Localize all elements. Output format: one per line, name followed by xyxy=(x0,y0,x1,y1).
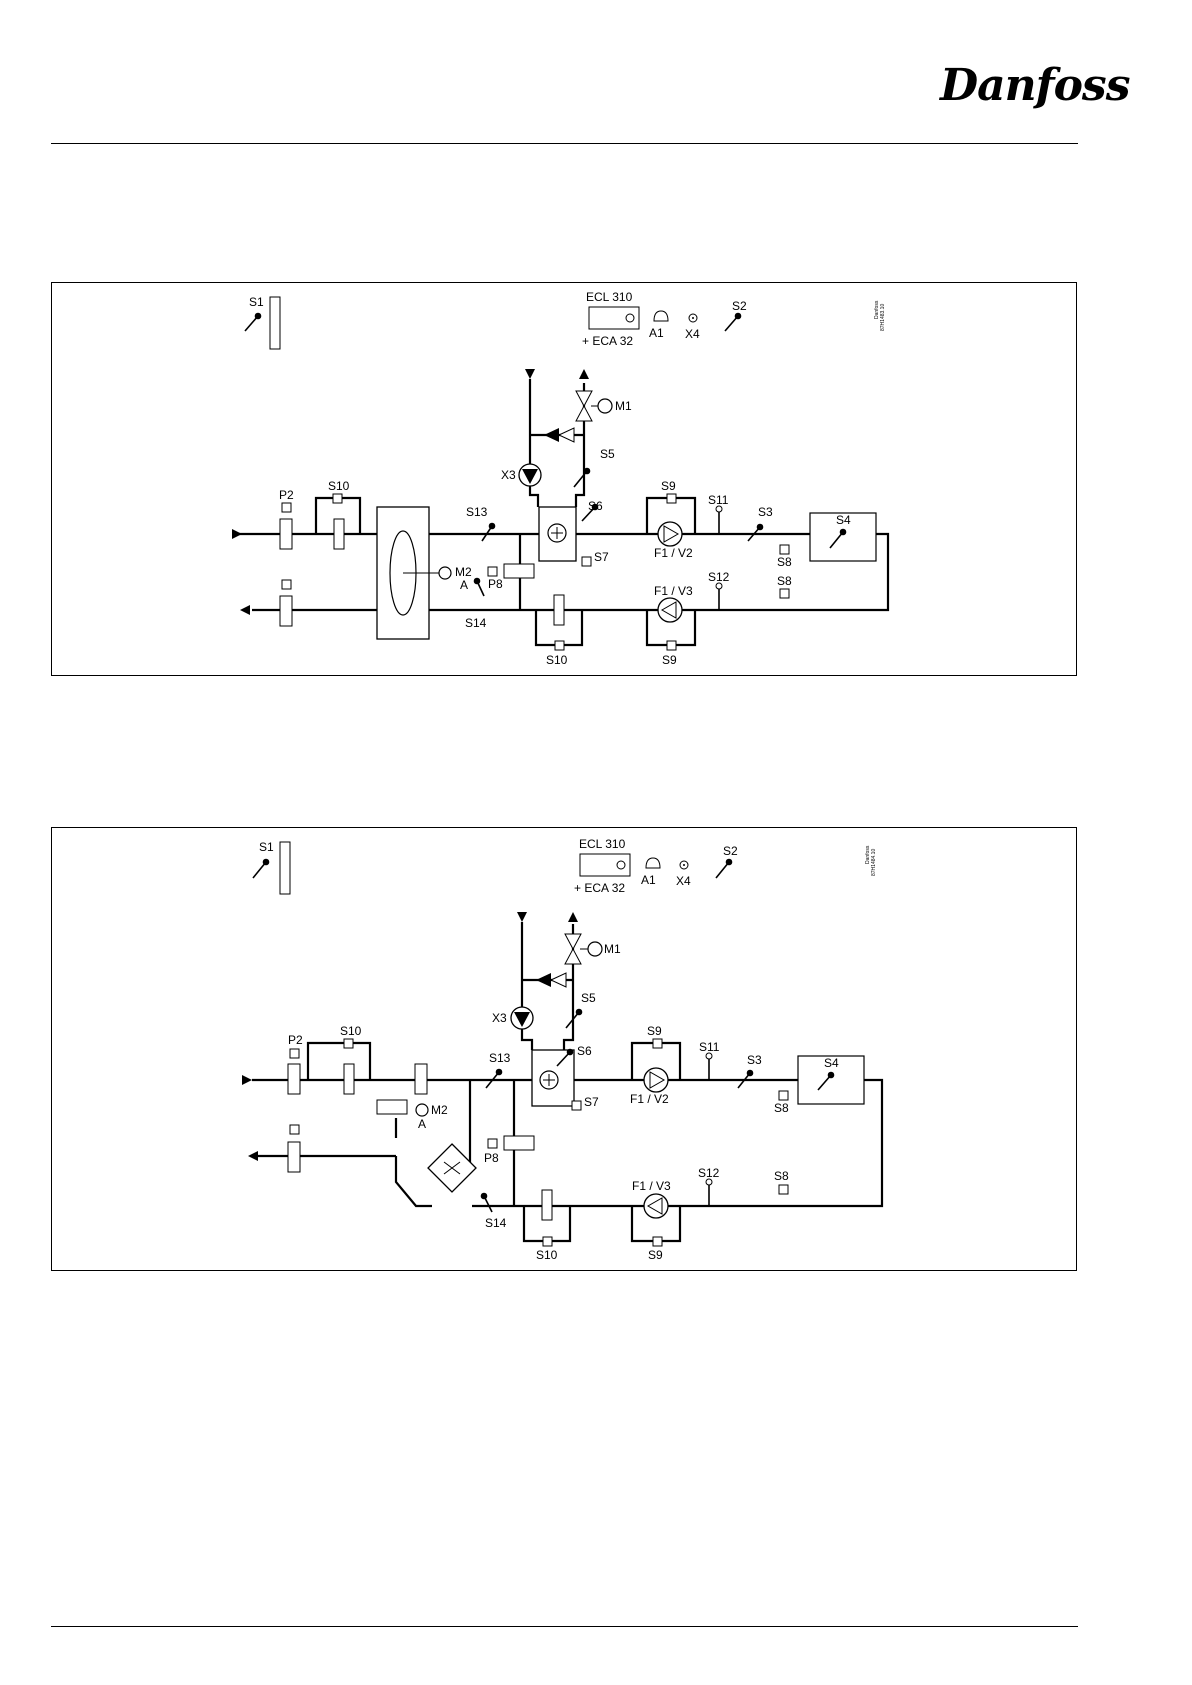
label-s10-top: S10 xyxy=(328,479,350,493)
label-s6: S6 xyxy=(588,499,603,513)
label-s10-bottom: S10 xyxy=(546,653,568,667)
diagram-plate-heat-exchanger: S1 S2 ECL 310 + ECA 32 A1 X4 M1 S5 X3 S6… xyxy=(51,827,1077,1271)
footer-rule xyxy=(51,1626,1078,1627)
label-s10-bottom: S10 xyxy=(536,1248,558,1262)
brand-name: Danfoss xyxy=(940,60,1129,111)
label-x3: X3 xyxy=(492,1011,507,1025)
label-a: A xyxy=(460,578,468,592)
label-x4: X4 xyxy=(685,327,700,341)
label-m2: M2 xyxy=(431,1103,448,1117)
label-s4: S4 xyxy=(824,1056,839,1070)
label-s8-bottom: S8 xyxy=(774,1169,789,1183)
label-s10-top: S10 xyxy=(340,1024,362,1038)
label-eca: + ECA 32 xyxy=(582,334,633,348)
diagram-1-canvas: S1 S2 ECL 310 + ECA 32 A1 X4 M1 S5 X3 S6… xyxy=(52,283,1076,675)
label-p8: P8 xyxy=(488,577,503,591)
label-s7: S7 xyxy=(594,550,609,564)
label-s13: S13 xyxy=(466,505,488,519)
header-rule xyxy=(51,143,1078,144)
label-s2: S2 xyxy=(723,844,738,858)
label-s1: S1 xyxy=(249,295,264,309)
label-f1v3: F1 / V3 xyxy=(654,584,693,598)
label-ecl: ECL 310 xyxy=(579,837,626,851)
label-m1: M1 xyxy=(604,942,621,956)
danfoss-logo: Danfoss xyxy=(940,60,1080,120)
label-s3: S3 xyxy=(758,505,773,519)
label-s9-top: S9 xyxy=(661,479,676,493)
label-p8: P8 xyxy=(484,1151,499,1165)
label-s8-bottom: S8 xyxy=(777,574,792,588)
label-m1: M1 xyxy=(615,399,632,413)
diagram-rotary-heat-exchanger: S1 S2 ECL 310 + ECA 32 A1 X4 M1 S5 X3 S6… xyxy=(51,282,1077,676)
label-s14: S14 xyxy=(465,616,487,630)
label-s9-bottom: S9 xyxy=(662,653,677,667)
label-s14: S14 xyxy=(485,1216,507,1230)
label-x4: X4 xyxy=(676,874,691,888)
label-s9-bottom: S9 xyxy=(648,1248,663,1262)
label-f1v2: F1 / V2 xyxy=(630,1092,669,1106)
drawing-code: 87H1484.10 xyxy=(871,849,877,876)
label-s13: S13 xyxy=(489,1051,511,1065)
label-s5: S5 xyxy=(581,991,596,1005)
label-p2: P2 xyxy=(279,488,294,502)
label-m2: M2 xyxy=(455,565,472,579)
label-s11: S11 xyxy=(699,1040,720,1054)
label-s1: S1 xyxy=(259,840,274,854)
label-ecl: ECL 310 xyxy=(586,290,633,304)
label-s7: S7 xyxy=(584,1095,599,1109)
diagram-2-canvas: S1 S2 ECL 310 + ECA 32 A1 X4 M1 S5 X3 S6… xyxy=(52,828,1076,1270)
label-f1v2: F1 / V2 xyxy=(654,546,693,560)
label-s2: S2 xyxy=(732,299,747,313)
label-s12: S12 xyxy=(708,570,730,584)
label-s5: S5 xyxy=(600,447,615,461)
drawing-code: 87H1483.10 xyxy=(880,304,886,331)
label-s4: S4 xyxy=(836,513,851,527)
label-p2: P2 xyxy=(288,1033,303,1047)
label-s8-top: S8 xyxy=(774,1101,789,1115)
label-s3: S3 xyxy=(747,1053,762,1067)
label-eca: + ECA 32 xyxy=(574,881,625,895)
label-s8-top: S8 xyxy=(777,555,792,569)
label-x3: X3 xyxy=(501,468,516,482)
label-s9-top: S9 xyxy=(647,1024,662,1038)
label-f1v3: F1 / V3 xyxy=(632,1179,671,1193)
label-a: A xyxy=(418,1117,426,1131)
label-a1: A1 xyxy=(641,873,656,887)
label-s12: S12 xyxy=(698,1166,720,1180)
label-a1: A1 xyxy=(649,326,664,340)
label-s6: S6 xyxy=(577,1044,592,1058)
label-s11: S11 xyxy=(708,493,729,507)
